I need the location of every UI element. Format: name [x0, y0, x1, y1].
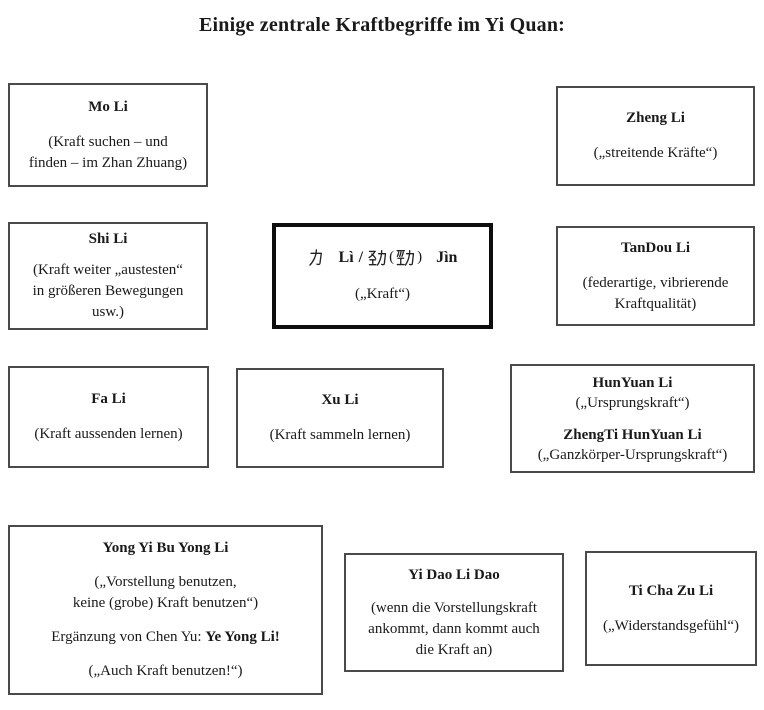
box-description: (wenn die Vorstellungskraft ankommt, dan…	[368, 599, 540, 658]
box-description: (Kraft aussenden lernen)	[34, 426, 183, 442]
paren-open: (	[389, 249, 395, 265]
box-heading: Zheng Li	[626, 110, 685, 126]
box-zheng-li: Zheng Li („streitende Kräfte“)	[556, 86, 755, 186]
box-heading: HunYuan Li	[592, 374, 673, 391]
box-heading: Ti Cha Zu Li	[628, 582, 714, 599]
box-heading-li-jin: Lì / (	[308, 247, 458, 268]
box-mo-li: Mo Li (Kraft suchen – und finden – im Zh…	[8, 83, 208, 187]
box-description: („Ursprungskraft“)	[575, 394, 690, 411]
box-description: („Kraft“)	[355, 286, 410, 302]
hanzi-li-icon	[308, 248, 327, 267]
page-title: Einige zentrale Kraftbegriffe im Yi Quan…	[198, 14, 566, 36]
box-li-jin-central: Lì / (	[272, 223, 493, 329]
slash-separator: /	[358, 249, 364, 266]
box-description: („Widerstandsgefühl“)	[602, 617, 739, 634]
box-note: Ergänzung von Chen Yu: Ye Yong Li!	[51, 627, 280, 648]
box-heading: Yong Yi Bu Yong Li	[102, 540, 229, 556]
box-description: („Ganzkörper-Ursprungskraft“)	[537, 446, 728, 463]
box-description: (Kraft suchen – und finden – im Zhan Zhu…	[28, 133, 188, 171]
box-yi-dao-li-dao: Yi Dao Li Dao (wenn die Vorstellungskraf…	[344, 553, 564, 672]
box-ti-cha-zu-li: Ti Cha Zu Li („Widerstandsgefühl“)	[585, 551, 757, 666]
box-shi-li: Shi Li (Kraft weiter „austesten“ in größ…	[8, 222, 208, 330]
box-description: („streitende Kräfte“)	[593, 145, 718, 161]
box-description: („Auch Kraft benutzen!“)	[88, 663, 243, 679]
note-prefix: Ergänzung von Chen Yu:	[51, 629, 206, 645]
box-description: (Kraft weiter „austesten“ in größeren Be…	[32, 262, 184, 320]
pinyin-jin: Jìn	[436, 249, 458, 266]
box-hunyuan-li: HunYuan Li („Ursprungskraft“) ZhengTi Hu…	[510, 364, 755, 473]
note-bold: Ye Yong Li!	[205, 629, 280, 645]
box-fa-li: Fa Li (Kraft aussenden lernen)	[8, 366, 209, 468]
box-yong-yi-bu-yong-li: Yong Yi Bu Yong Li („Vorstellung benutze…	[8, 525, 323, 695]
box-description: (Kraft sammeln lernen)	[269, 427, 411, 443]
paren-close: )	[417, 249, 423, 265]
box-heading: Yi Dao Li Dao	[408, 566, 500, 583]
box-xu-li: Xu Li (Kraft sammeln lernen)	[236, 368, 444, 468]
box-heading: TanDou Li	[620, 239, 691, 256]
hunyuan-group: HunYuan Li („Ursprungskraft“)	[575, 373, 689, 413]
pinyin-li: Lì	[338, 249, 354, 266]
zhengti-hunyuan-group: ZhengTi HunYuan Li („Ganzkörper-Ursprung…	[538, 425, 728, 465]
box-heading: Shi Li	[88, 231, 128, 247]
box-heading: Xu Li	[321, 392, 359, 408]
box-description: (federartige, vibrierende Kraftqualität)	[582, 274, 729, 312]
box-description: („Vorstellung benutzen, keine (grobe) Kr…	[72, 574, 259, 611]
hanzi-jin-simplified-icon	[368, 248, 387, 267]
box-heading: Fa Li	[91, 391, 126, 407]
hanzi-jin-traditional-icon	[396, 248, 415, 267]
box-tandou-li: TanDou Li (federartige, vibrierende Kraf…	[556, 226, 755, 326]
box-heading: ZhengTi HunYuan Li	[563, 426, 702, 443]
box-heading: Mo Li	[88, 98, 128, 115]
